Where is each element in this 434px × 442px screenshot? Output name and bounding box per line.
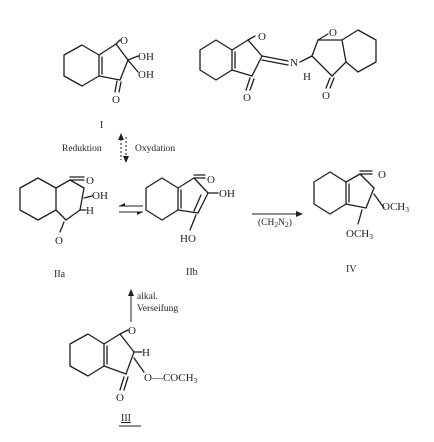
III-ketone-oxygen-bottom: O <box>116 392 124 404</box>
compound-I: O OH OH O I <box>63 35 154 131</box>
saponification-label-2: Verseifung <box>137 303 178 314</box>
tautomer-equilibrium <box>119 203 143 215</box>
III-hydrogen: H <box>142 347 150 359</box>
IV-methoxy-2: OCH3 <box>346 228 373 241</box>
diazomethane-reagent: (CH2N2) <box>258 217 292 229</box>
dimer-nitrogen: N <box>290 57 298 69</box>
label-IIa: IIa <box>54 269 66 280</box>
IIa-ketone-oxygen-bottom: O <box>55 235 63 247</box>
dimer-oxygen-3: O <box>329 27 337 39</box>
label-IV: IV <box>346 264 357 275</box>
dimer-hydrogen: H <box>303 71 311 83</box>
label-III: III <box>121 413 131 424</box>
I-ketone-oxygen-top: O <box>120 35 128 47</box>
dimer-oxygen-2: O <box>243 92 251 104</box>
III-ketone-oxygen-top: O <box>128 325 136 337</box>
IIa-hydrogen: H <box>86 205 94 217</box>
saponification-arrow: alkal. Verseifung <box>128 289 178 322</box>
label-I: I <box>100 120 103 131</box>
III-acetoxy: O—COCH3 <box>144 372 198 385</box>
IV-methoxy-1: OCH3 <box>382 201 409 214</box>
IIa-ketone-oxygen: O <box>86 175 94 187</box>
label-IIb: IIb <box>186 267 198 278</box>
dimer-oxygen-1: O <box>258 31 266 43</box>
IIa-hydroxyl: OH <box>92 190 108 202</box>
reduction-label: Reduktion <box>62 144 102 154</box>
redox-arrows: Reduktion Oxydation <box>62 133 175 163</box>
compound-IIa: O OH H O IIa <box>19 175 108 280</box>
compound-III: O H O—COCH3 O III <box>69 325 198 427</box>
IV-ketone-oxygen: O <box>378 169 386 181</box>
compound-dimer: O N O O H O <box>199 27 377 104</box>
compound-IV: O OCH3 OCH3 IV <box>313 169 409 275</box>
dimer-oxygen-4: O <box>322 90 330 102</box>
I-ketone-oxygen-bottom: O <box>112 94 120 106</box>
saponification-label-1: alkal. <box>137 292 158 302</box>
I-hydroxyl-1: OH <box>138 51 154 63</box>
oxidation-label: Oxydation <box>135 144 175 154</box>
IIb-enol-hydroxyl: HO <box>180 233 196 245</box>
IIb-hydroxyl: OH <box>219 188 235 200</box>
methylation-arrow: (CH2N2) <box>252 211 303 229</box>
compound-IIb: O OH HO IIb <box>145 174 235 278</box>
IIb-ketone-oxygen: O <box>207 174 215 186</box>
I-hydroxyl-2: OH <box>138 69 154 81</box>
